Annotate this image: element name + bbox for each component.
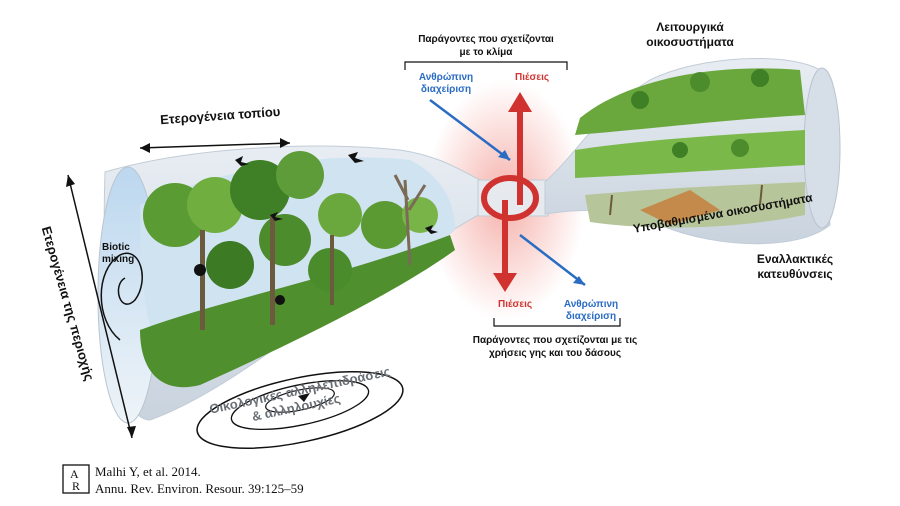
alternative-directions-label: Εναλλακτικές κατευθύνσεις bbox=[735, 252, 855, 282]
human-management-bottom-label: Ανθρώπινη διαχείριση bbox=[560, 299, 622, 323]
forest-scene bbox=[140, 151, 455, 388]
citation-line1: Malhi Y, et al. 2014. bbox=[95, 464, 201, 479]
climate-factors-line1: Παράγοντες που σχετίζονται bbox=[418, 34, 554, 45]
functional-ecosystem-bands bbox=[575, 68, 805, 178]
neck-red-coil bbox=[481, 175, 539, 221]
climate-bracket bbox=[404, 61, 568, 70]
landuse-factors-line1: Παράγοντες που σχετίζονται με τις bbox=[472, 335, 638, 346]
annual-reviews-logo: A R bbox=[62, 464, 90, 494]
human-management-bottom-line1: Ανθρώπινη bbox=[563, 299, 619, 310]
biotic-mixing-label: Biotic mixing bbox=[102, 242, 135, 265]
functional-ecosystems-label: Λειτουργικά οικοσυστήματα bbox=[630, 20, 750, 50]
pressures-top-label: Πιέσεις bbox=[515, 72, 550, 83]
functional-ecosystems-line1: Λειτουργικά bbox=[656, 20, 724, 34]
pressures-bottom-label: Πιέσεις bbox=[498, 299, 533, 310]
ecological-interactions-spiral bbox=[196, 371, 404, 449]
climate-factors-label: Παράγοντες που σχετίζονται με το κλίμα bbox=[405, 33, 567, 59]
landuse-factors-line2: χρήσεις γης και του δάσους bbox=[488, 348, 622, 359]
alternative-directions-line2: κατευθύνσεις bbox=[757, 267, 833, 281]
pressures-arrow-bottom bbox=[493, 200, 517, 292]
human-management-top-line1: Ανθρώπινη bbox=[418, 72, 474, 83]
functional-ecosystems-line2: οικοσυστήματα bbox=[646, 35, 734, 49]
climate-factors-line2: με το κλίμα bbox=[459, 47, 513, 58]
regional-heterogeneity-arrow bbox=[66, 174, 136, 439]
pressures-arrow-top bbox=[508, 92, 532, 205]
svg-text:R: R bbox=[72, 479, 80, 493]
biotic-mixing-spiral bbox=[100, 252, 143, 341]
human-management-arrow-top bbox=[429, 99, 511, 161]
landscape-heterogeneity-arrow bbox=[139, 138, 291, 153]
human-management-arrow-bottom bbox=[519, 234, 586, 286]
landuse-bracket bbox=[493, 318, 621, 327]
human-management-bottom-line2: διαχείριση bbox=[565, 311, 617, 322]
citation-line2: Annu. Rev. Environ. Resour. 39:125–59 bbox=[95, 481, 304, 496]
svg-text:A: A bbox=[70, 467, 79, 481]
landuse-factors-label: Παράγοντες που σχετίζονται με τις χρήσει… bbox=[465, 334, 645, 360]
human-management-top-line2: διαχείριση bbox=[420, 84, 472, 95]
alternative-directions-line1: Εναλλακτικές bbox=[756, 252, 834, 266]
human-management-top-label: Ανθρώπινη διαχείριση bbox=[415, 72, 477, 96]
degraded-ecosystem-band bbox=[585, 182, 805, 228]
